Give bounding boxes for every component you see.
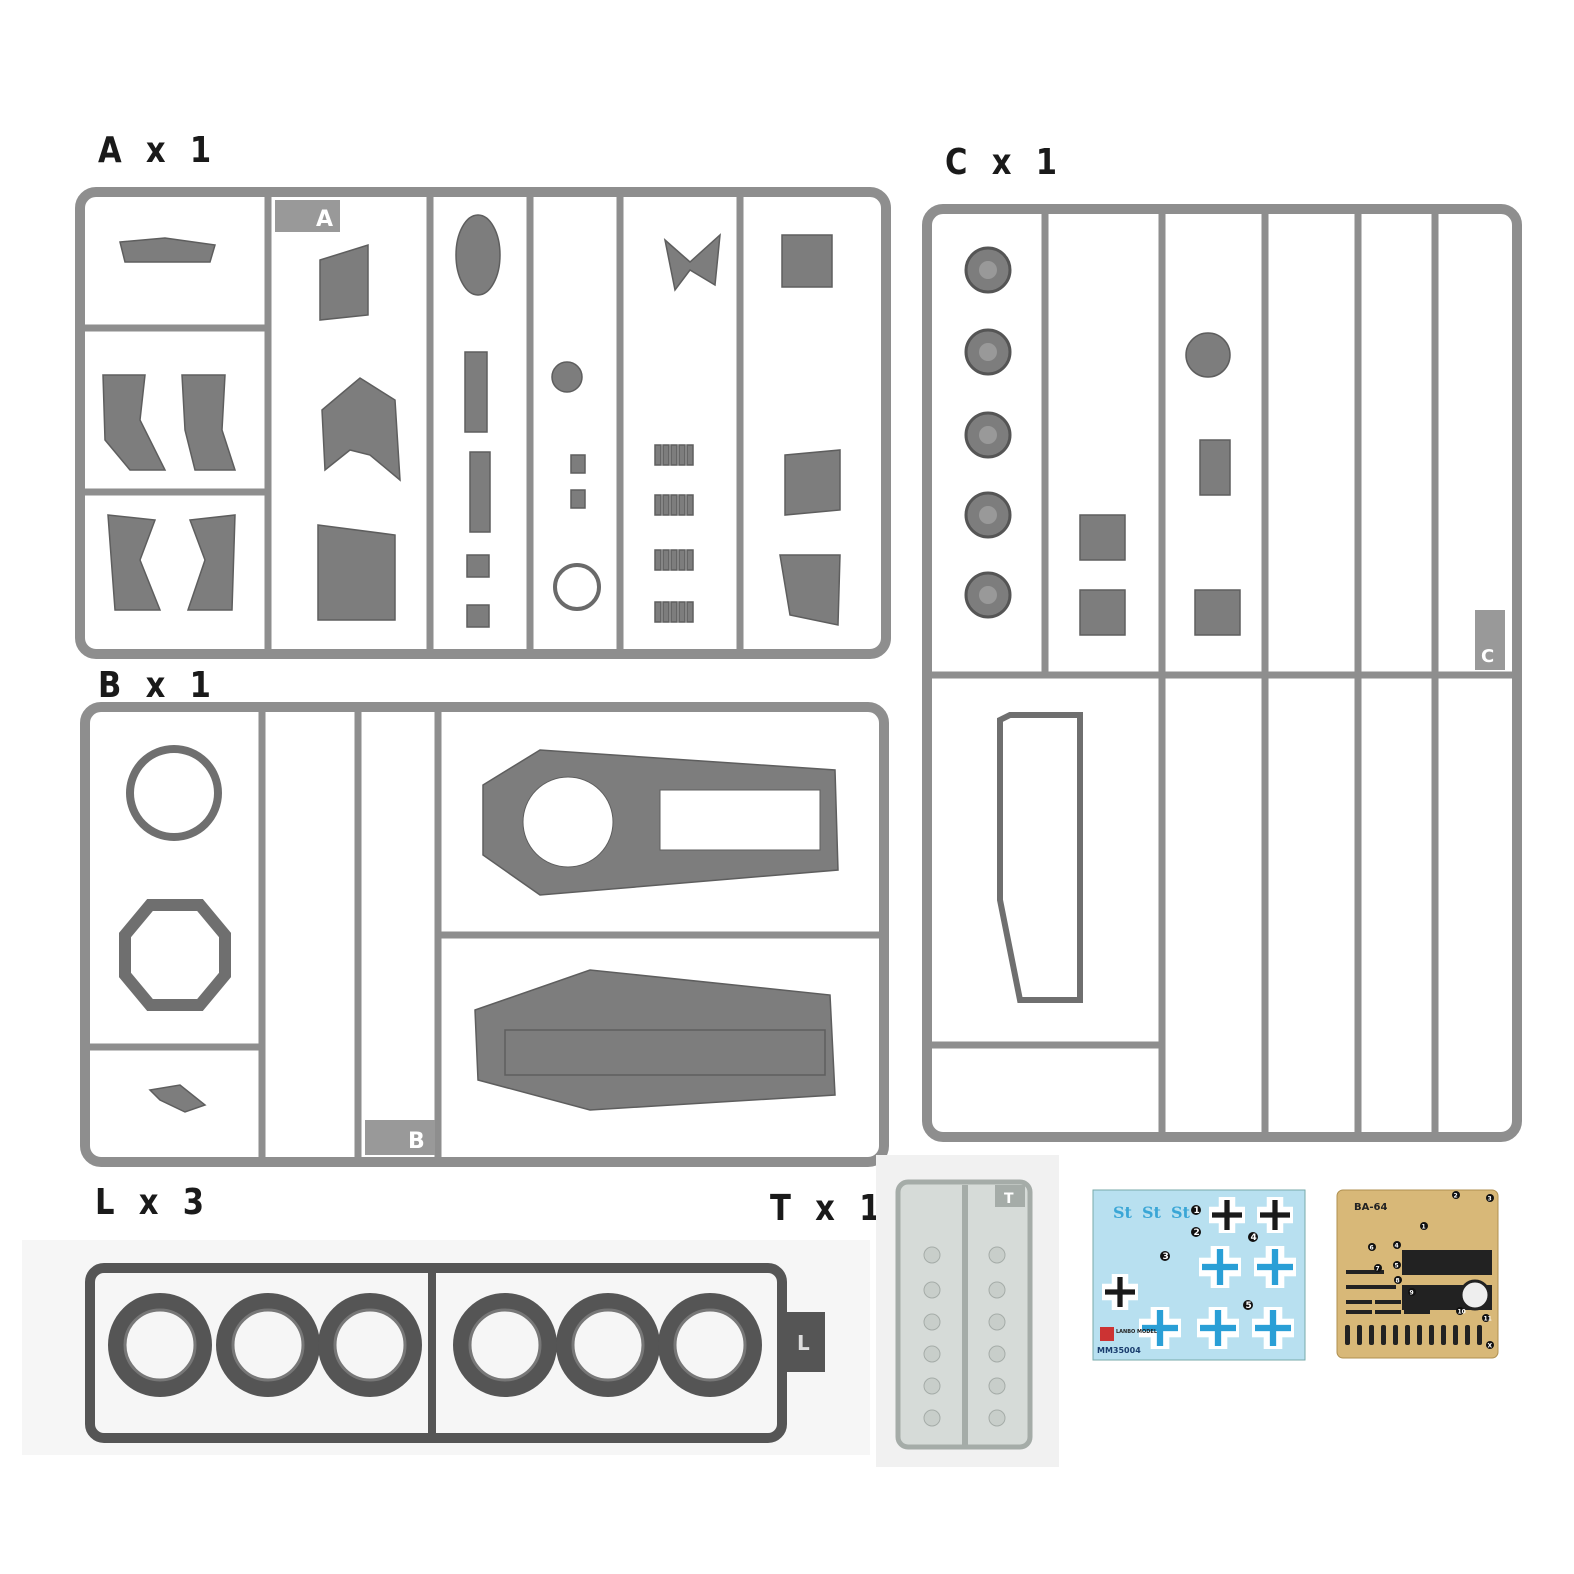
decal-number: 3 — [1163, 1252, 1169, 1262]
decal-st-2: St — [1142, 1203, 1162, 1222]
sprue-b-label: B x 1 — [98, 665, 218, 706]
sprue-t: T — [876, 1155, 1059, 1467]
sprue-c-tag: C — [1481, 646, 1494, 667]
pe-title: BA-64 — [1354, 1202, 1387, 1213]
pe-number: 3 — [1488, 1196, 1492, 1203]
decal-number: 1 — [1194, 1206, 1200, 1216]
pe-number: 7 — [1376, 1266, 1380, 1273]
decal-brand: LANBO MODEL — [1116, 1329, 1158, 1335]
sprue-b: B — [80, 702, 889, 1167]
sprue-c-label: C x 1 — [945, 142, 1064, 183]
pe-number: 4 — [1395, 1243, 1399, 1250]
sprue-a: A — [75, 187, 891, 659]
decal-number: 5 — [1246, 1301, 1252, 1311]
pe-number: 11 — [1484, 1316, 1492, 1323]
decal-code: MM35004 — [1097, 1346, 1141, 1355]
decal-number: 2 — [1194, 1228, 1200, 1238]
pe-number: X — [1488, 1343, 1493, 1350]
pe-number: 1 — [1422, 1224, 1426, 1231]
sprue-t-label: T x 1 — [770, 1188, 888, 1229]
decal-st-1: St — [1113, 1203, 1133, 1222]
sprue-b-tag: B — [408, 1129, 425, 1154]
pe-number: 5 — [1395, 1263, 1399, 1270]
pe-number: 9 — [1410, 1290, 1414, 1297]
pe-number: 2 — [1454, 1193, 1458, 1200]
sprue-l-tag: L — [797, 1331, 810, 1355]
pe-number: 6 — [1370, 1245, 1374, 1252]
decal-sheet: St St St LANBO MODEL MM35004 1 2 3 4 5 — [1092, 1189, 1306, 1361]
photo-etch-fret: BA-64 1 2 3 4 5 6 7 8 9 10 11X — [1336, 1189, 1499, 1359]
pe-number: 10 — [1458, 1309, 1466, 1316]
sprue-a-label: A x 1 — [98, 130, 219, 171]
sprue-c: C — [922, 204, 1522, 1142]
decal-st-3: St — [1171, 1203, 1191, 1222]
sprue-a-tag: A — [316, 207, 333, 232]
sprue-l: L — [22, 1240, 870, 1455]
sprue-t-tag: T — [1004, 1191, 1014, 1207]
pe-number: 8 — [1396, 1278, 1400, 1285]
decal-number: 4 — [1251, 1233, 1257, 1243]
sprue-l-label: L x 3 — [95, 1182, 211, 1223]
